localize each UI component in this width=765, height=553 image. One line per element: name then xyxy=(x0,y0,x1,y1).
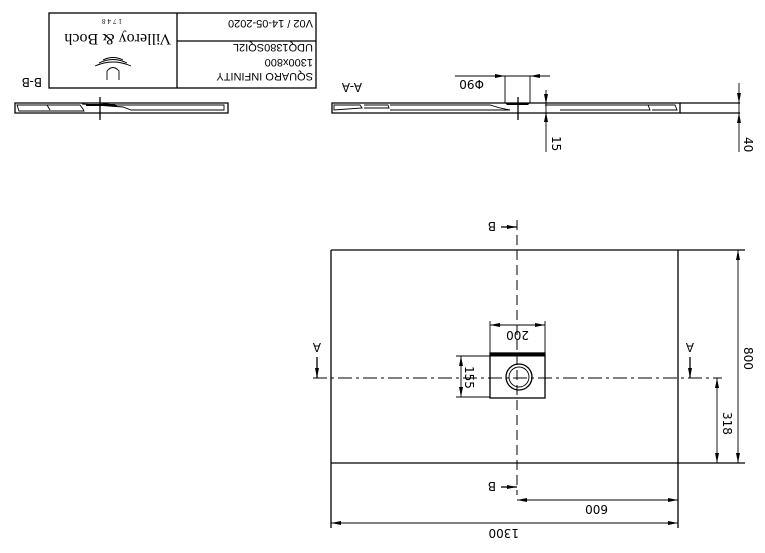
section-bb-label: B-B xyxy=(22,75,42,89)
section-aa: A-A Φ90 15 40 xyxy=(331,74,755,152)
svg-text:B: B xyxy=(488,479,496,493)
drain-offset-x-dim: 600 xyxy=(585,502,608,516)
svg-text:A: A xyxy=(312,340,321,354)
drain-box-depth-dim: 155 xyxy=(462,366,476,389)
tray-width-dim: 1300 xyxy=(488,526,519,540)
version-date: V02 / 14-05-2020 xyxy=(228,17,313,29)
plan-view: 200 155 318 800 600 1300 A xyxy=(312,219,755,540)
drain-depth-dim: 15 xyxy=(549,136,563,151)
villeroy-boch-logo-icon xyxy=(94,57,132,80)
drain-box-width-dim: 200 xyxy=(506,328,529,342)
cut-marker-a-right: A xyxy=(685,340,694,378)
tray-depth-dim: 800 xyxy=(741,347,755,370)
brand-founded: 1748 xyxy=(100,17,122,25)
product-name: SQUARO INFINITY xyxy=(216,70,313,82)
svg-text:B: B xyxy=(488,219,496,233)
cut-marker-a-left: A xyxy=(312,340,321,378)
brand-name: Villeroy & Boch xyxy=(64,30,171,47)
product-size: 1300x800 xyxy=(265,56,313,68)
tray-height-dim: 40 xyxy=(741,137,755,152)
drain-offset-y-dim: 318 xyxy=(720,412,734,435)
title-block: Villeroy & Boch 1748 V02 / 14-05-2020 UD… xyxy=(48,12,317,89)
section-aa-label: A-A xyxy=(341,80,362,94)
section-bb: B-B xyxy=(14,75,229,120)
drain-diameter-dim: Φ90 xyxy=(459,77,484,91)
cut-marker-b-top: B xyxy=(488,219,517,233)
cut-marker-b-bottom: B xyxy=(488,479,517,493)
article-code: UDQ1380SQI2L xyxy=(233,41,313,53)
svg-text:A: A xyxy=(685,340,694,354)
